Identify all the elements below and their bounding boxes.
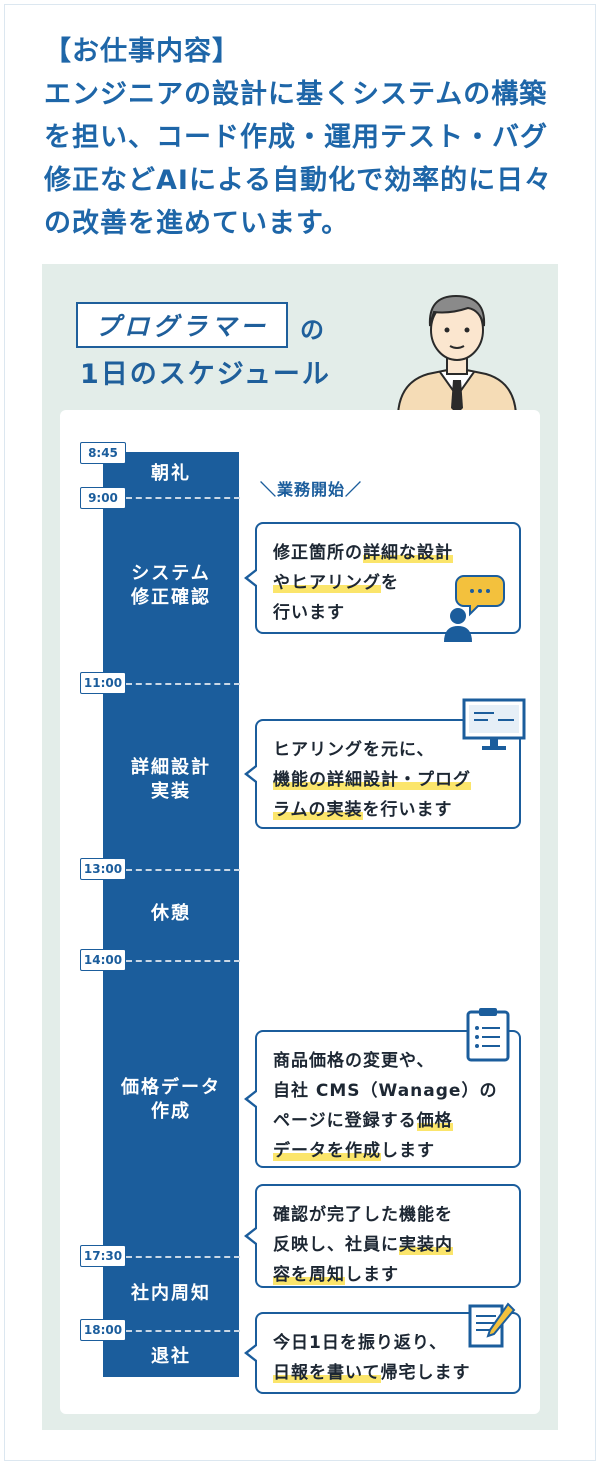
block-label-line: 修正確認 xyxy=(131,587,211,608)
time-divider xyxy=(126,497,240,499)
role-title-particle: の xyxy=(300,316,324,344)
bubble-highlight: 価格 xyxy=(416,1111,453,1131)
block-label-line: 詳細設計 xyxy=(131,757,211,778)
time-tag: 11:00 xyxy=(80,672,126,694)
bubble-text: を xyxy=(381,573,399,593)
time-tag: 17:30 xyxy=(80,1245,126,1267)
time-divider xyxy=(126,1330,240,1332)
block-label-morning-meeting: 朝礼 xyxy=(151,463,191,484)
bubble-highlight: やヒアリング xyxy=(273,573,381,593)
bubble-highlight: 実装内 xyxy=(399,1235,453,1255)
programmer-illustration-icon xyxy=(396,294,518,414)
work-start-label: ＼業務開始／ xyxy=(260,480,363,499)
block-label-line: システム xyxy=(131,563,211,584)
bubble-text: 確認が完了した機能を xyxy=(273,1205,453,1225)
block-label-line: 価格データ xyxy=(121,1077,221,1098)
clipboard-icon xyxy=(466,1008,510,1062)
time-divider xyxy=(126,960,240,962)
bubble-highlight: 日報を書いて xyxy=(273,1363,381,1383)
time-divider xyxy=(126,683,240,685)
block-label-leave: 退社 xyxy=(151,1346,191,1367)
bubble-text: します xyxy=(381,1141,435,1161)
task-bubble-internal-notice: 確認が完了した機能を 反映し、社員に実装内 容を周知します xyxy=(244,1184,521,1288)
bubble-text: 自社 CMS（Wanage）の xyxy=(273,1081,498,1101)
job-description-line: を担い、コード作成・運用テスト・バグ xyxy=(44,122,548,153)
bubble-highlight: 詳細な設計 xyxy=(363,543,453,563)
schedule-title: 1日のスケジュール xyxy=(80,359,331,390)
chat-person-icon xyxy=(444,575,505,642)
bubble-text: 修正箇所の xyxy=(273,543,363,563)
block-label-detailed-design: 詳細設計 実装 xyxy=(103,756,239,804)
block-label-break: 休憩 xyxy=(151,903,191,924)
bubble-highlight: 機能の詳細設計・プログ xyxy=(273,770,471,790)
time-divider xyxy=(126,1256,240,1258)
time-divider xyxy=(126,869,240,871)
block-label-system-check: システム 修正確認 xyxy=(103,562,239,610)
block-label-line: 作成 xyxy=(151,1101,191,1122)
bubble-highlight: 容を周知 xyxy=(273,1265,345,1285)
bubble-text: ヒアリングを元に、 xyxy=(273,740,435,760)
bubble-text: を行います xyxy=(362,800,453,820)
time-tag: 9:00 xyxy=(80,487,126,509)
role-title-box: プログラマー xyxy=(76,302,288,348)
time-tag: 18:00 xyxy=(80,1319,126,1341)
bubble-text: 商品価格の変更や、 xyxy=(273,1051,435,1071)
time-tag: 13:00 xyxy=(80,858,126,880)
bubble-text: 反映し、社員に xyxy=(273,1235,399,1255)
bubble-text: ページに登録する xyxy=(273,1111,417,1131)
time-tag: 14:00 xyxy=(80,949,126,971)
job-description-title: 【お仕事内容】 xyxy=(44,36,240,67)
timeline-bar xyxy=(103,452,239,1377)
job-description: 【お仕事内容】 エンジニアの設計に基くシステムの構築 を担い、コード作成・運用テ… xyxy=(44,30,564,245)
job-description-line: エンジニアの設計に基くシステムの構築 xyxy=(44,79,548,110)
block-label-internal-notice: 社内周知 xyxy=(131,1283,211,1304)
bubble-highlight: データを作成 xyxy=(273,1141,381,1161)
job-description-line: の改善を進めています。 xyxy=(44,208,350,239)
job-description-line: 修正などAIによる自動化で効率的に日々 xyxy=(44,165,553,196)
block-label-price-data: 価格データ 作成 xyxy=(103,1076,239,1124)
monitor-code-icon xyxy=(462,698,526,750)
bubble-text: 今日1日を振り返り、 xyxy=(273,1333,448,1353)
block-label-line: 実装 xyxy=(151,781,191,802)
bubble-text: 行います xyxy=(273,603,345,623)
bubble-text: 帰宅します xyxy=(380,1363,471,1383)
bubble-text: します xyxy=(345,1265,399,1285)
time-tag: 8:45 xyxy=(80,442,126,464)
report-pen-icon xyxy=(468,1302,516,1348)
bubble-highlight: ラムの実装 xyxy=(273,800,363,820)
